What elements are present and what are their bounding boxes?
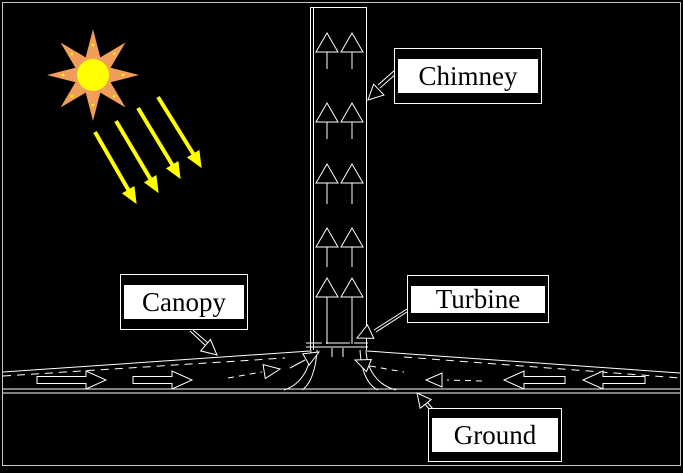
frame-border <box>2 2 681 466</box>
canopy-label: Canopy <box>120 274 248 330</box>
updraft-arrow-icon <box>340 277 364 344</box>
updraft-arrow-icon <box>315 102 339 139</box>
canopy-lines <box>2 350 681 379</box>
solar-ray-arrows <box>93 95 202 205</box>
chimney-label: Chimney <box>394 48 542 104</box>
sun-core <box>77 59 109 91</box>
airflow-arrows-right <box>353 358 646 390</box>
canopy-label-text: Canopy <box>124 285 244 319</box>
airflow-arrow-icon <box>502 370 566 390</box>
canopy-pointer-arrow <box>189 329 218 356</box>
base-inflow-arrow-icon <box>353 358 405 373</box>
turbine-pointer-arrow <box>355 308 408 339</box>
solar-ray-arrow-icon <box>156 95 202 169</box>
updraft-arrow-icon <box>315 32 339 69</box>
airflow-arrow-icon <box>581 370 646 390</box>
solar-ray-arrow-icon <box>93 131 137 205</box>
airflow-arrows-left <box>36 351 321 390</box>
updraft-arrow-icon <box>315 163 339 204</box>
updraft-arrow-icon <box>340 163 364 204</box>
dashed-airflow-arrow-icon <box>424 372 483 388</box>
airflow-arrow-icon <box>132 370 194 390</box>
chimney-base-curves <box>283 349 397 391</box>
airflow-arrow-icon <box>36 370 108 390</box>
turbine-rotor-icon <box>306 342 368 357</box>
ground-lines <box>3 388 680 394</box>
updraft-arrow-icon <box>340 227 364 267</box>
sun-star-dots <box>61 43 125 107</box>
chimney-label-text: Chimney <box>398 59 538 93</box>
dashed-airflow-arrow-icon <box>227 364 282 380</box>
sun-icon <box>47 29 139 121</box>
updraft-arrow-icon <box>315 227 339 267</box>
base-inflow-arrow-icon <box>289 351 321 369</box>
turbine-label: Turbine <box>407 275 549 323</box>
updraft-arrow-icon <box>340 32 364 69</box>
ground-label-text: Ground <box>432 418 558 452</box>
chimney-tower <box>310 7 367 350</box>
ground-label: Ground <box>428 408 562 462</box>
updraft-arrows <box>315 32 364 344</box>
solar-ray-arrow-icon <box>136 106 181 180</box>
turbine-label-text: Turbine <box>411 285 545 313</box>
updraft-arrow-icon <box>315 277 339 344</box>
solar-ray-arrow-icon <box>114 119 159 194</box>
updraft-arrow-icon <box>340 102 364 139</box>
chimney-pointer-arrow <box>367 69 398 101</box>
